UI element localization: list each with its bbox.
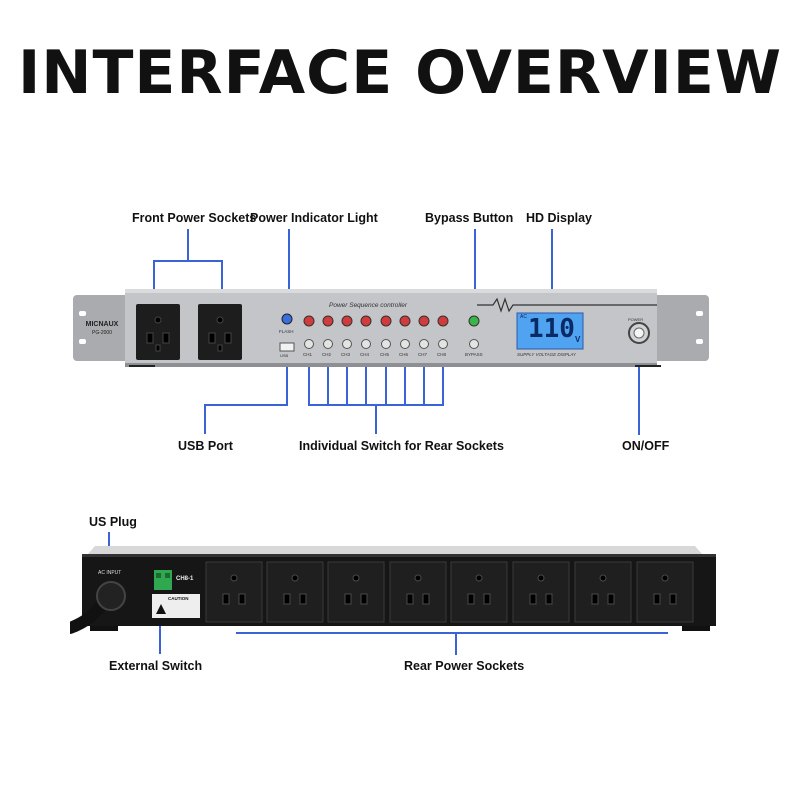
ch-label: CH7 xyxy=(418,352,428,357)
on-off-label: ON/OFF xyxy=(622,439,670,453)
display-unit: V xyxy=(575,335,581,344)
ch-label: CH3 xyxy=(341,352,351,357)
channel-switch-6[interactable] xyxy=(400,339,410,349)
channel-switch-5[interactable] xyxy=(381,339,391,349)
flash-text: FLASH xyxy=(279,329,294,334)
callout-line xyxy=(288,229,290,313)
rear-socket-6[interactable] xyxy=(513,562,569,622)
callout-line xyxy=(365,362,367,406)
callout-line xyxy=(187,229,189,261)
caution-text: CAUTION xyxy=(168,596,189,601)
model-text: PG-2000 xyxy=(91,330,112,336)
rear-socket-7[interactable] xyxy=(575,562,631,622)
usb-port[interactable] xyxy=(278,341,296,353)
power-text: POWER xyxy=(628,317,644,322)
ac-input-plug[interactable] xyxy=(97,582,125,610)
callout-line xyxy=(638,344,640,435)
callout-line xyxy=(375,404,377,434)
callout-line xyxy=(204,404,288,406)
ac-input-text: AC INPUT xyxy=(98,570,122,576)
hd-display-label: HD Display xyxy=(526,211,592,225)
callout-line xyxy=(442,362,444,406)
callout-line xyxy=(221,260,223,306)
ch-label: CH2 xyxy=(322,352,332,357)
display-value: 110 xyxy=(528,314,575,344)
callout-line xyxy=(346,362,348,406)
callout-line xyxy=(204,404,206,434)
external-switch-terminal[interactable] xyxy=(154,570,172,590)
callout-line xyxy=(153,260,155,306)
channel-switch-7[interactable] xyxy=(419,339,429,349)
rear-socket-2[interactable] xyxy=(267,562,323,622)
front-socket-1[interactable] xyxy=(136,304,180,360)
callout-line xyxy=(404,362,406,406)
rear-socket-3[interactable] xyxy=(328,562,384,622)
bypass-button-label: Bypass Button xyxy=(425,211,514,225)
rear-socket-5[interactable] xyxy=(451,562,507,622)
ch-label: CH4 xyxy=(360,352,370,357)
callout-line xyxy=(153,260,223,262)
callout-line xyxy=(308,362,310,406)
usb-text: USB xyxy=(280,353,289,358)
callout-line xyxy=(474,229,476,313)
callout-line xyxy=(423,362,425,406)
channel-switch-4[interactable] xyxy=(361,339,371,349)
ch-label: CH8 xyxy=(437,352,447,357)
power-button[interactable] xyxy=(629,323,649,343)
callout-line xyxy=(327,362,329,406)
callout-line xyxy=(385,362,387,406)
page-title: INTERFACE OVERVIEW xyxy=(17,38,783,108)
rear-socket-4[interactable] xyxy=(390,562,446,622)
front-power-sockets-label: Front Power Sockets xyxy=(132,211,257,225)
ch-label: CH5 xyxy=(380,352,390,357)
ch-label: CH6 xyxy=(399,352,409,357)
channel-switch-1[interactable] xyxy=(304,339,314,349)
channel-switch-2[interactable] xyxy=(323,339,333,349)
callout-line xyxy=(286,360,288,405)
ch-label: CH1 xyxy=(303,352,313,357)
channel-switch-8[interactable] xyxy=(438,339,448,349)
usb-port-label: USB Port xyxy=(178,439,233,453)
bypass-button[interactable] xyxy=(469,339,479,349)
rear-panel: AC INPUT CH8-1 CAUTION xyxy=(70,540,720,640)
power-indicator-light-label: Power Indicator Light xyxy=(250,211,378,225)
header-text: Power Sequence controller xyxy=(329,302,408,309)
us-plug-label: US Plug xyxy=(89,515,137,529)
rear-socket-8[interactable] xyxy=(637,562,693,622)
rear-power-sockets-label: Rear Power Sockets xyxy=(404,659,525,673)
callout-line xyxy=(455,633,457,655)
display-caption: SUPPLY VOLTAGE DISPLAY xyxy=(517,352,577,357)
front-socket-2[interactable] xyxy=(198,304,242,360)
callout-line xyxy=(236,632,668,634)
bypass-text: BYPASS xyxy=(465,352,483,357)
ch-range-text: CH8-1 xyxy=(176,576,194,582)
channel-switch-3[interactable] xyxy=(342,339,352,349)
external-switch-label: External Switch xyxy=(109,659,203,673)
individual-switch-label: Individual Switch for Rear Sockets xyxy=(299,439,504,453)
rear-socket-1[interactable] xyxy=(206,562,262,622)
front-panel: MICNAUX PG-2000 Power Sequence controlle… xyxy=(73,289,709,367)
brand-text: MICNAUX xyxy=(85,321,119,328)
display-ac: AC xyxy=(520,314,527,320)
callout-line xyxy=(551,229,553,313)
